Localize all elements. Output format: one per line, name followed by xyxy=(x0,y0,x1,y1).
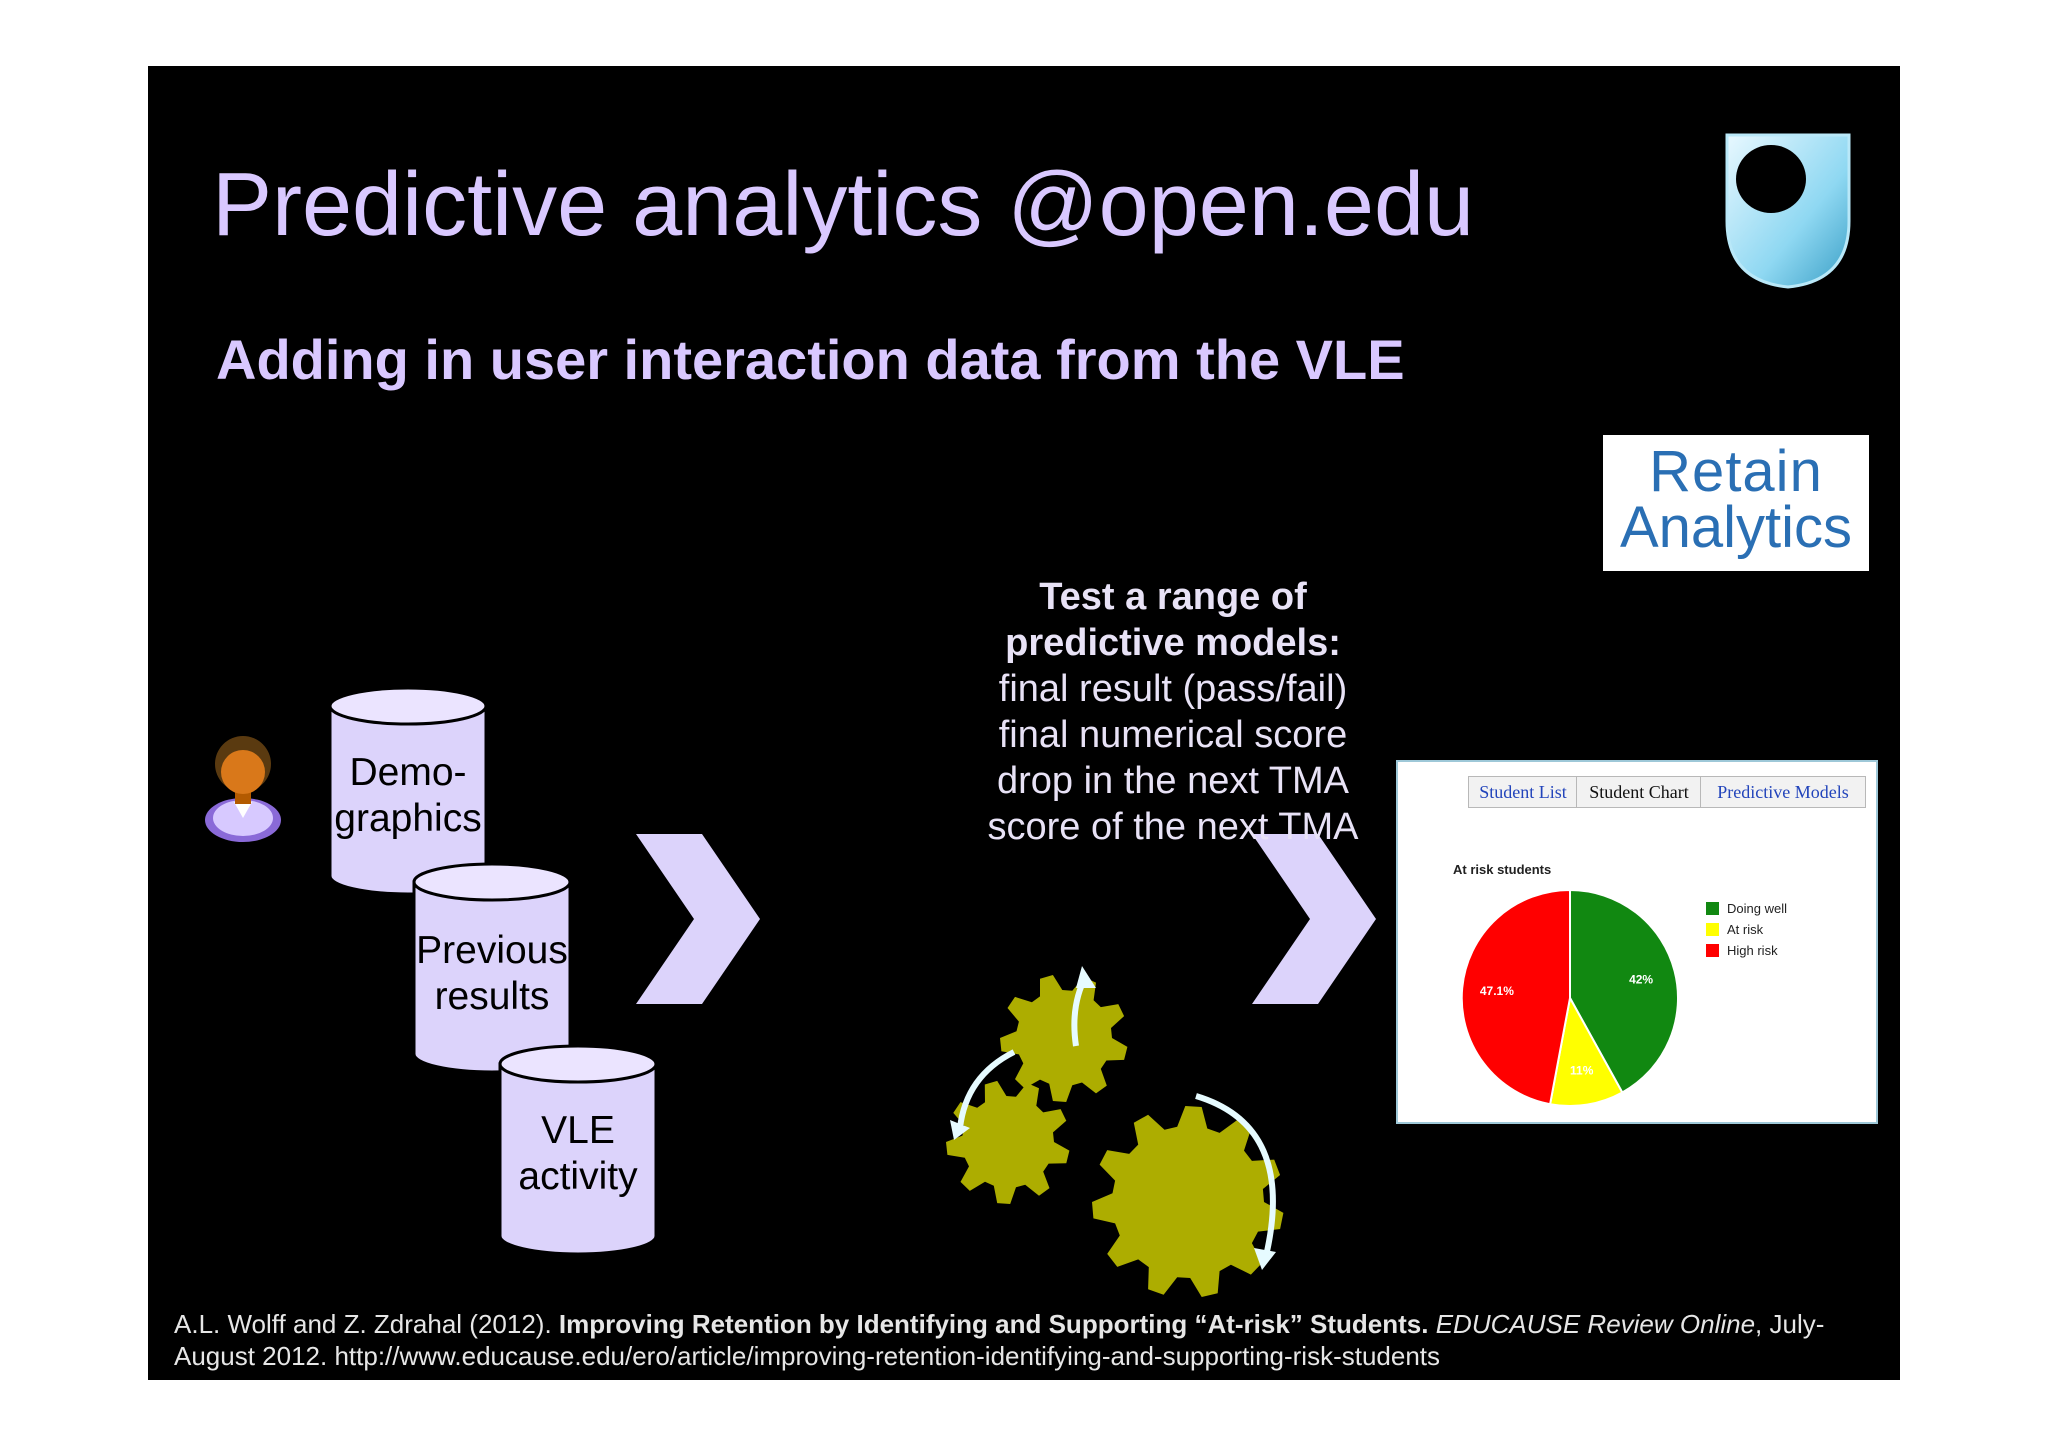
citation-date: , July-August 2012. xyxy=(174,1309,1825,1371)
gear-icon xyxy=(1000,975,1128,1102)
legend-label: High risk xyxy=(1727,943,1778,958)
gears-icon xyxy=(896,896,1436,1335)
student-icon xyxy=(202,726,284,849)
data-source-cylinder: VLE activity xyxy=(498,1044,658,1256)
chart-title: At risk students xyxy=(1453,862,1552,877)
dashboard-screenshot: Student List Student Chart Predictive Mo… xyxy=(1396,760,1878,1124)
pie-chart: 42% 11% 47.1% xyxy=(1460,888,1679,1107)
cylinder-label: graphics xyxy=(334,797,482,840)
tab-predictive-models[interactable]: Predictive Models xyxy=(1700,776,1866,808)
chevron-right-icon xyxy=(636,834,760,1009)
citation-journal: EDUCAUSE Review Online xyxy=(1435,1309,1756,1339)
legend-swatch xyxy=(1706,902,1719,915)
models-heading: Test a range of xyxy=(1039,576,1307,618)
legend-label: Doing well xyxy=(1727,901,1787,916)
gear-icon xyxy=(946,1080,1070,1204)
legend-item: At risk xyxy=(1706,919,1787,940)
chevron-right-icon xyxy=(1252,834,1376,1009)
legend-item: High risk xyxy=(1706,940,1787,961)
arrowhead-icon xyxy=(950,966,1276,1270)
pie-slice-label: 47.1% xyxy=(1480,984,1514,998)
legend-swatch xyxy=(1706,923,1719,936)
citation-authors: A.L. Wolff and Z. Zdrahal (2012). xyxy=(174,1309,552,1339)
legend-item: Doing well xyxy=(1706,898,1787,919)
retain-logo-line1: Retain xyxy=(1649,439,1823,504)
open-university-logo xyxy=(1723,131,1853,296)
model-item: score of the next TMA xyxy=(987,806,1359,848)
cylinder-label: Previous xyxy=(416,929,568,972)
pie-slice-label: 42% xyxy=(1629,973,1653,987)
data-source-cylinder: Previous results xyxy=(412,862,572,1074)
legend-label: At risk xyxy=(1727,922,1764,937)
tab-student-list[interactable]: Student List xyxy=(1468,776,1578,808)
citation-title: Improving Retention by Identifying and S… xyxy=(558,1309,1429,1339)
cylinder-label: VLE xyxy=(541,1109,615,1152)
slide-subtitle: Adding in user interaction data from the… xyxy=(216,328,1405,391)
legend-swatch xyxy=(1706,944,1719,957)
gear-icon xyxy=(1092,1106,1284,1297)
slide-title: Predictive analytics @open.edu xyxy=(212,155,1475,255)
models-heading: predictive models: xyxy=(1005,622,1341,664)
cylinder-label: results xyxy=(434,975,550,1018)
citation: A.L. Wolff and Z. Zdrahal (2012). Improv… xyxy=(174,1308,1884,1372)
pie-slice-label: 11% xyxy=(1570,1064,1594,1078)
tab-student-chart[interactable]: Student Chart xyxy=(1576,776,1702,808)
retain-analytics-logo: Retain Analytics xyxy=(1603,435,1869,571)
pie-slice xyxy=(1548,995,1624,1107)
slide: Predictive analytics @open.edu Adding in… xyxy=(148,66,1900,1380)
model-item: drop in the next TMA xyxy=(996,760,1350,802)
pie-slice xyxy=(1569,888,1679,1094)
model-item: final result (pass/fail) xyxy=(998,668,1348,710)
data-source-cylinder: Demo- graphics xyxy=(328,686,488,896)
citation-url[interactable]: http://www.educause.edu/ero/article/impr… xyxy=(334,1341,1441,1371)
pie-slice xyxy=(1460,888,1571,1106)
predictive-models-text: Test a range of predictive models: final… xyxy=(788,574,1558,850)
cylinder-label: activity xyxy=(518,1155,638,1198)
model-item: final numerical score xyxy=(998,714,1348,756)
cylinder-label: Demo- xyxy=(349,751,467,794)
retain-logo-line2: Analytics xyxy=(1619,495,1853,560)
